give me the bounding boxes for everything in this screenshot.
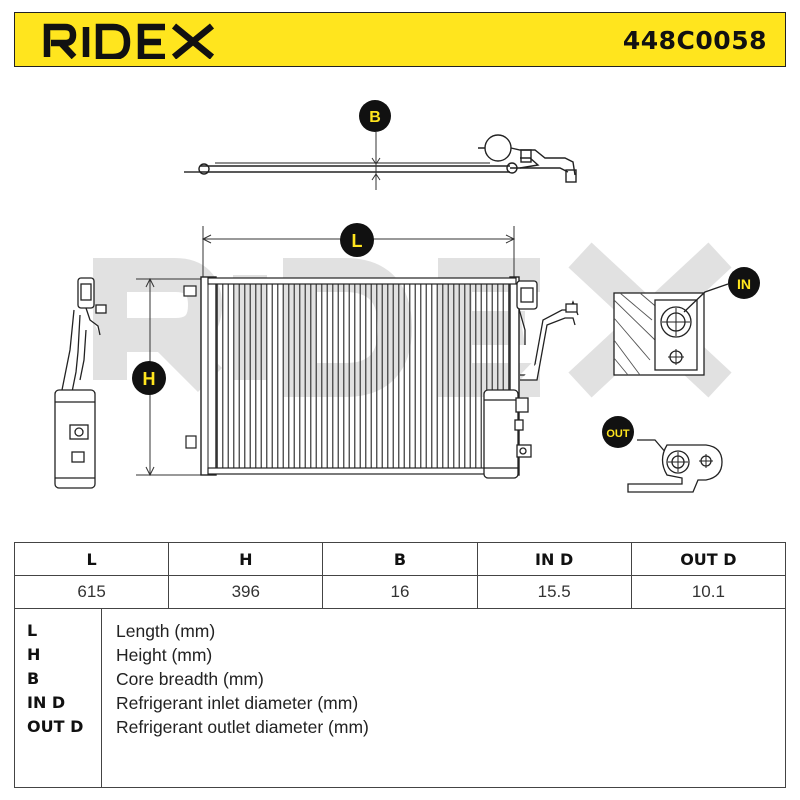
callout-out: OUT — [602, 416, 634, 448]
table-cell-length: 615 — [13, 575, 170, 609]
table-header-cell: IN D — [476, 542, 632, 576]
table-cell-breadth: 16 — [322, 575, 478, 609]
table-cell-outlet: 10.1 — [630, 575, 787, 609]
svg-text:H: H — [143, 369, 156, 389]
legend-item: OUT D Refrigerant outlet diameter (mm) — [15, 717, 785, 741]
table-header-cell: L — [13, 542, 170, 576]
ridex-logo — [43, 23, 215, 59]
callout-in: IN — [728, 267, 760, 299]
table-header-cell: B — [322, 542, 478, 576]
svg-text:B: B — [369, 109, 381, 126]
legend-desc: Refrigerant inlet diameter (mm) — [116, 693, 359, 713]
side-view — [54, 277, 107, 489]
condenser-front-view — [183, 276, 579, 479]
outlet-detail — [627, 439, 723, 493]
table-cell-inlet: 15.5 — [476, 575, 632, 609]
legend-item: B Core breadth (mm) — [15, 669, 785, 693]
table-cell-height: 396 — [168, 575, 324, 609]
legend-divider — [101, 609, 102, 787]
legend-key: H — [27, 645, 41, 664]
legend-desc: Refrigerant outlet diameter (mm) — [116, 717, 369, 737]
legend-key: L — [27, 621, 38, 640]
top-view — [184, 134, 577, 183]
table-header-row: L H B IN D OUT D — [13, 542, 787, 576]
legend-box: L Length (mm) H Height (mm) B Core bread… — [14, 608, 786, 788]
callout-h: H — [132, 361, 166, 395]
inlet-detail — [613, 283, 729, 376]
legend-desc: Length (mm) — [116, 621, 216, 641]
legend-item: IN D Refrigerant inlet diameter (mm) — [15, 693, 785, 717]
part-number: 448C0058 — [622, 26, 767, 55]
table-header-cell: OUT D — [630, 542, 787, 576]
svg-text:IN: IN — [737, 276, 751, 292]
dimensions-table: L H B IN D OUT D 615 396 16 15.5 10.1 — [13, 542, 787, 609]
header-bar: 448C0058 — [14, 12, 786, 67]
legend-desc: Core breadth (mm) — [116, 669, 264, 689]
svg-text:L: L — [352, 231, 363, 251]
callout-b: B — [359, 100, 391, 132]
b-dimension-line — [371, 132, 381, 190]
legend-desc: Height (mm) — [116, 645, 213, 665]
legend-key: IN D — [27, 693, 66, 712]
svg-text:OUT: OUT — [606, 428, 630, 440]
legend-key: B — [27, 669, 40, 688]
callout-l: L — [340, 223, 374, 257]
table-row: 615 396 16 15.5 10.1 — [13, 575, 787, 609]
legend-item: H Height (mm) — [15, 645, 785, 669]
condenser-technical-drawing: B L H — [54, 100, 760, 493]
table-header-cell: H — [168, 542, 324, 576]
legend-item: L Length (mm) — [15, 621, 785, 645]
legend-key: OUT D — [27, 717, 84, 736]
